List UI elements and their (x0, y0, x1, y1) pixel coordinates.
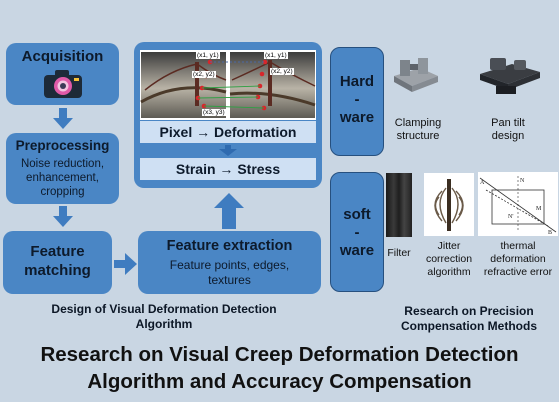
clamping-label-1: Clamping (394, 117, 442, 129)
preprocessing-line-1: Noise reduction, (20, 158, 105, 170)
svg-text:N': N' (508, 214, 513, 220)
software-line-2: - (354, 224, 360, 241)
preprocessing-line-3: cropping (40, 186, 85, 198)
filter-image (386, 173, 412, 237)
img-label-5: (x2, y2) (270, 68, 294, 75)
jitter-icon (424, 173, 474, 236)
jitter-label-3: algorithm (427, 266, 471, 278)
svg-text:M: M (536, 206, 542, 212)
thermal-label-1: thermal (500, 240, 536, 252)
feature-extraction-line-2: textures (208, 273, 251, 287)
bridge-photo-icon (140, 52, 316, 118)
main-title-line-2: Algorithm and Accuracy Compensation (87, 370, 472, 393)
preprocessing-title: Preprocessing (15, 138, 110, 153)
clamping-label-2: structure (396, 130, 440, 142)
img-label-4: (x1, y1) (264, 52, 288, 59)
preprocessing-box: Preprocessing Noise reduction, enhanceme… (6, 133, 119, 204)
hardware-line-1: Hard (339, 73, 375, 90)
pixel-deformation-box: Pixel → Deformation (140, 121, 316, 143)
feature-matching-line-1: Feature (30, 243, 85, 260)
software-line-3: ware (339, 242, 375, 259)
strain-stress-label: Strain → Stress (175, 161, 281, 177)
img-label-2: (x2, y2) (192, 71, 216, 78)
img-label-3: (x3, y3) (202, 109, 226, 116)
pantilt-label-2: design (491, 130, 525, 142)
thermal-label-3: refractive error (483, 266, 553, 278)
software-box: soft - ware (330, 172, 384, 292)
left-section-caption-1: Design of Visual Deformation Detection (51, 302, 277, 316)
arrow-down-2 (53, 206, 73, 227)
bridge-images: (x1, y1) (x2, y2) (x3, y3) (x1, y1) (x2,… (140, 50, 316, 120)
feature-extraction-line-1: Feature points, edges, (169, 258, 290, 272)
right-section-caption-1: Research on Precision (404, 304, 534, 318)
thermal-label-2: deformation (490, 253, 546, 265)
svg-text:B: B (548, 230, 552, 236)
software-line-1: soft (343, 206, 371, 223)
strain-stress-box: Strain → Stress (140, 158, 316, 180)
svg-text:A: A (480, 180, 485, 186)
feature-extraction-box: Feature extraction Feature points, edges… (138, 231, 321, 294)
clamping-structure-icon (394, 58, 438, 92)
pixel-deformation-label: Pixel → Deformation (159, 124, 297, 140)
pan-tilt-icon (480, 58, 540, 94)
hardware-line-3: ware (339, 109, 375, 126)
preprocessing-line-2: enhancement, (26, 172, 99, 184)
jitter-label-2: correction (425, 253, 473, 265)
svg-text:N: N (520, 178, 525, 184)
img-label-1: (x1, y1) (196, 52, 220, 59)
camera-icon (44, 70, 82, 98)
arrow-up (214, 193, 244, 229)
pantilt-label-1: Pan tilt (491, 117, 525, 129)
right-section-caption-2: Compensation Methods (400, 319, 537, 333)
hardware-box: Hard - ware (330, 47, 384, 156)
main-title-line-1: Research on Visual Creep Deformation Det… (40, 343, 519, 366)
left-section-caption-2: Algorithm (135, 317, 193, 331)
acquisition-box: Acquisition (6, 43, 119, 105)
acquisition-label: Acquisition (21, 48, 104, 65)
arrow-right (114, 253, 137, 275)
feature-matching-box: Feature matching (3, 231, 112, 294)
hardware-line-2: - (354, 91, 360, 108)
arrow-down-1 (53, 108, 73, 129)
feature-extraction-title: Feature extraction (166, 238, 293, 254)
refraction-diagram-icon: A N M N' B (478, 172, 558, 236)
feature-matching-line-2: matching (24, 262, 91, 279)
jitter-label-1: Jitter (437, 240, 461, 252)
arrow-down-small (219, 145, 237, 156)
filter-label: Filter (387, 247, 411, 259)
